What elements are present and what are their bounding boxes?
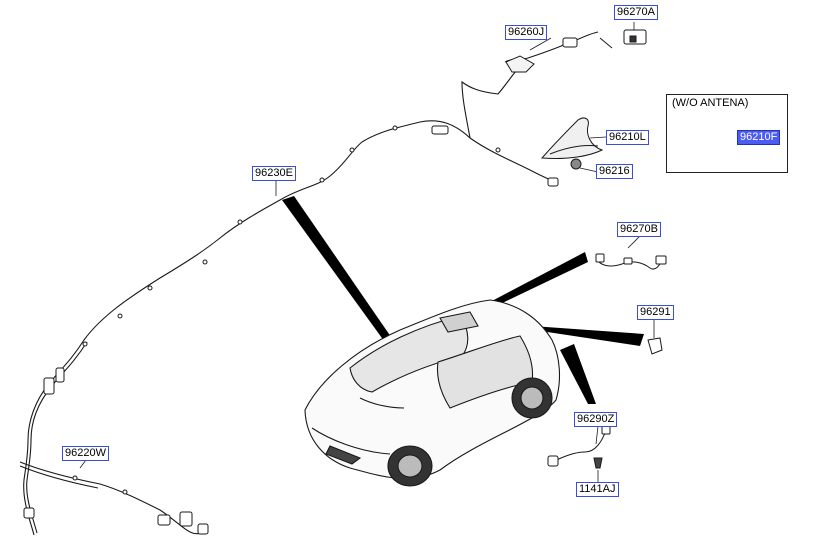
cable-96270b xyxy=(595,253,667,270)
part-label-96290z[interactable]: 96290Z xyxy=(574,412,618,427)
clip-96291 xyxy=(647,337,663,355)
part-label-96220w[interactable]: 96220W xyxy=(62,446,109,461)
feeder-cable-96230e xyxy=(19,65,559,536)
part-label-96210f[interactable]: 96210F xyxy=(737,130,781,145)
part-label-96260j[interactable]: 96260J xyxy=(505,25,548,40)
shark-fin-antenna-96210l xyxy=(540,117,604,170)
car-illustration xyxy=(304,299,561,487)
part-label-96270b[interactable]: 96270B xyxy=(617,222,661,237)
part-label-96230e[interactable]: 96230E xyxy=(252,166,296,181)
antenna-amp-96260j xyxy=(504,29,647,73)
part-label-96270a[interactable]: 96270A xyxy=(614,5,658,20)
part-label-96210l[interactable]: 96210L xyxy=(606,130,649,145)
cable-96290z xyxy=(547,425,611,469)
callout-wedges xyxy=(282,196,644,404)
cable-connectors xyxy=(23,125,559,535)
inset-title: (W/O ANTENA) xyxy=(672,97,749,109)
part-label-1141aj[interactable]: 1141AJ xyxy=(576,482,619,497)
part-label-96291[interactable]: 96291 xyxy=(637,305,674,320)
part-label-96216[interactable]: 96216 xyxy=(596,164,633,179)
